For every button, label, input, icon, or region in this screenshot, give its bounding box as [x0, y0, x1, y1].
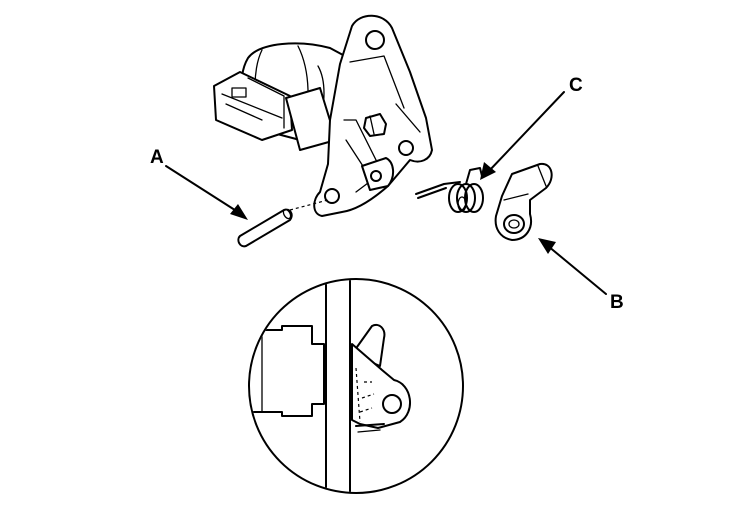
arrowhead-c — [480, 162, 496, 180]
detail-view-border — [248, 278, 464, 494]
leader-lines — [165, 91, 607, 295]
pin — [237, 208, 293, 248]
arrowhead-a — [230, 204, 248, 220]
lever — [494, 162, 553, 241]
callout-label-c: C — [569, 75, 583, 96]
torsion-spring — [415, 167, 484, 213]
callout-label-a: A — [150, 147, 164, 168]
callout-label-b: B — [610, 292, 624, 313]
actuator-assembly — [213, 14, 433, 217]
detail-view — [248, 278, 464, 494]
arrowhead-b — [538, 238, 556, 254]
